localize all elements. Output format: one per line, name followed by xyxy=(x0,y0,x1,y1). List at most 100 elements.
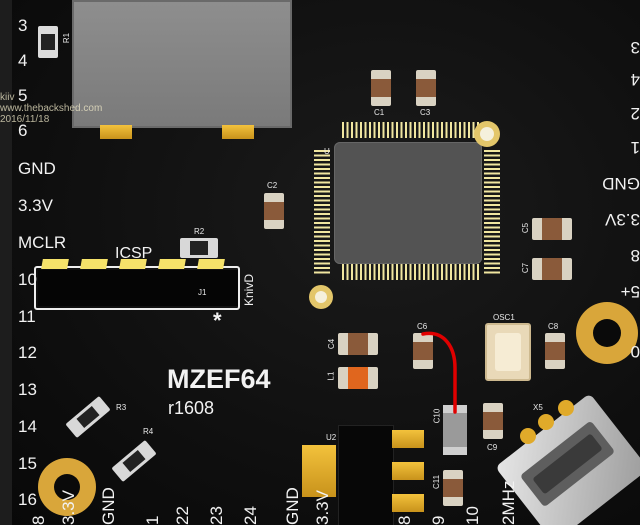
mounting-hole xyxy=(38,458,96,516)
module-block xyxy=(72,0,292,128)
fiducial xyxy=(474,121,500,147)
ref-osc1: OSC1 xyxy=(493,313,515,322)
capacitor-c11 xyxy=(443,470,463,506)
capacitor-c7 xyxy=(532,258,572,280)
bottom-pin-label: 1 xyxy=(143,515,162,525)
pin-label: 4 xyxy=(18,51,28,70)
pin-label: 15 xyxy=(18,454,37,473)
regulator-u2 xyxy=(338,425,394,525)
board-name: MZEF64 xyxy=(167,364,271,394)
regulator-pin xyxy=(392,462,424,480)
right-pin-label: GND xyxy=(602,174,640,193)
ref-x5: X5 xyxy=(533,403,543,412)
header-pin xyxy=(119,259,147,269)
capacitor-c8 xyxy=(545,333,565,369)
bottom-pin-label: GND xyxy=(283,487,302,525)
mcu-pins-top xyxy=(342,122,480,138)
pin-label: 3 xyxy=(18,16,28,35)
usb-pin xyxy=(520,428,536,444)
pin-label: 12 xyxy=(18,343,37,362)
capacitor-c9 xyxy=(483,403,503,439)
usb-pin xyxy=(538,414,554,430)
resistor-r4 xyxy=(111,439,157,483)
author-label: KnivD xyxy=(242,273,256,306)
right-pin-label: 4 xyxy=(630,70,640,89)
ref-c11: C11 xyxy=(432,474,442,490)
mcu-pins-bottom xyxy=(342,264,480,280)
ref-u1: U xyxy=(324,147,330,156)
bottom-pin-label: 10 xyxy=(463,506,482,525)
pin-label: 5 xyxy=(18,86,28,105)
bottom-pin-label: 2MHz xyxy=(499,480,518,525)
header-pin xyxy=(41,259,69,269)
pin-label: GND xyxy=(18,159,56,178)
watermark-line1: kiiv xyxy=(0,92,15,103)
right-pin-label: 3 xyxy=(630,38,640,57)
pin-label: 6 xyxy=(18,121,28,140)
bottom-pin-label: 3.3V xyxy=(313,490,332,525)
ref-r4: R4 xyxy=(143,427,154,436)
right-pin-label: 8 xyxy=(630,246,640,265)
right-pin-label: 1 xyxy=(630,138,640,157)
fiducial xyxy=(309,285,333,309)
header-star: * xyxy=(213,308,222,333)
inductor-l1 xyxy=(338,367,378,389)
bottom-pin-label: 9 xyxy=(429,515,448,525)
bottom-pin-label: 3.3V xyxy=(59,490,78,525)
left-edge-strip xyxy=(0,0,12,525)
regulator-pin xyxy=(392,430,424,448)
pin-label: 10 xyxy=(18,270,37,289)
resistor-r2 xyxy=(180,238,218,258)
watermark-line2: www.thebackshed.com xyxy=(0,103,103,114)
pin-label: 16 xyxy=(18,490,37,509)
jumper-wire xyxy=(421,331,457,414)
right-pin-label: 5+ xyxy=(620,282,640,301)
ref-j1: J1 xyxy=(198,288,207,297)
ref-l1: L1 xyxy=(326,371,336,381)
capacitor-c6 xyxy=(413,333,433,369)
mounting-hole xyxy=(576,302,638,364)
ref-c5: C5 xyxy=(521,222,531,234)
mcu-pins-left xyxy=(314,150,330,274)
header-pin xyxy=(80,259,108,269)
regulator-pin xyxy=(392,494,424,512)
usb-pin xyxy=(558,400,574,416)
module-pad xyxy=(222,125,254,139)
pin-label: 11 xyxy=(18,307,36,326)
right-pin-label: 0 xyxy=(630,342,640,361)
capacitor-c4 xyxy=(338,333,378,355)
icsp-label: ICSP xyxy=(115,245,153,262)
module-pad xyxy=(100,125,132,139)
mcu-chip xyxy=(334,142,482,264)
ref-r3: R3 xyxy=(116,403,127,412)
capacitor-c2 xyxy=(264,193,284,229)
resistor-r3 xyxy=(65,395,111,439)
bottom-pin-label: 22 xyxy=(173,506,192,525)
pin-label: 13 xyxy=(18,380,37,399)
bottom-pin-label: GND xyxy=(99,487,118,525)
bottom-pin-label: 24 xyxy=(241,506,260,525)
board-revision: r1608 xyxy=(168,398,215,418)
ref-r1: R1 xyxy=(62,32,72,44)
ref-c9: C9 xyxy=(487,443,498,452)
capacitor-c5 xyxy=(532,218,572,240)
watermark-line3: 2016/11/18 xyxy=(0,114,50,125)
oscillator-osc1 xyxy=(485,323,531,381)
ref-c1: C1 xyxy=(374,108,385,117)
ref-c6: C6 xyxy=(417,322,428,331)
bottom-pin-label: 23 xyxy=(207,506,226,525)
icsp-header xyxy=(38,270,238,306)
bottom-pin-label: 8 xyxy=(29,515,48,525)
regulator-tab xyxy=(302,445,336,497)
pin-label: MCLR xyxy=(18,233,67,252)
right-pin-label: 3.3V xyxy=(605,210,640,229)
header-pin xyxy=(158,259,186,269)
capacitor-c3 xyxy=(416,70,436,106)
ref-c8: C8 xyxy=(548,322,559,331)
resistor-r1 xyxy=(38,26,58,58)
ref-c4: C4 xyxy=(327,338,337,350)
capacitor-c1 xyxy=(371,70,391,106)
ref-c2: C2 xyxy=(267,181,278,190)
right-pin-label: 2 xyxy=(630,104,640,123)
